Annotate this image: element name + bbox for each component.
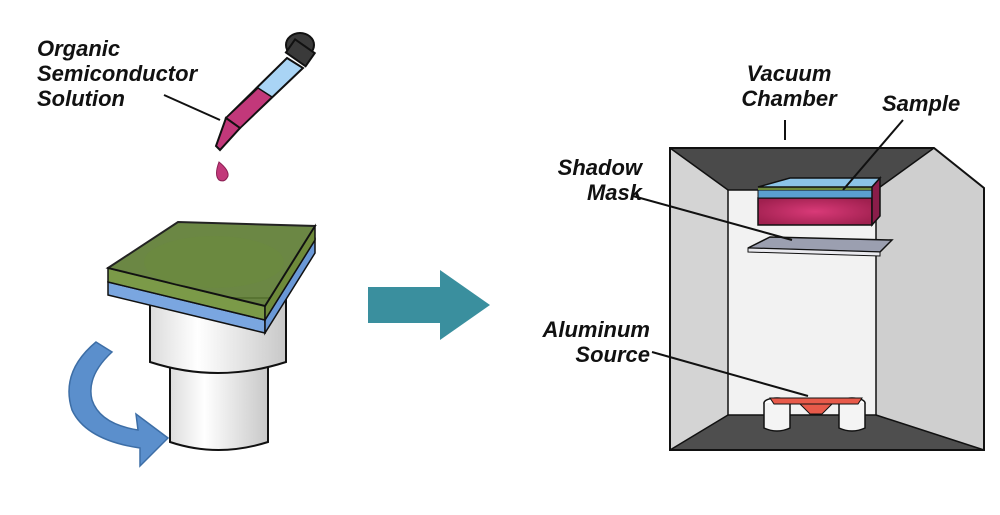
mask-label-leader — [632, 195, 793, 241]
source-label-line1: Aluminum — [542, 317, 650, 342]
aluminum-source — [763, 397, 866, 432]
source-label-line2: Source — [575, 342, 650, 367]
chamber-label-line1: Vacuum — [746, 61, 832, 86]
chamber-label: Vacuum Chamber — [724, 61, 854, 111]
solution-label-line3: Solution — [37, 86, 125, 111]
sample-label: Sample — [882, 91, 961, 116]
sample-label-leader — [842, 119, 904, 191]
shadow-mask — [747, 236, 894, 257]
sample — [757, 176, 882, 227]
solution-label-line2: Semiconductor — [37, 61, 198, 86]
solution-label-leader — [163, 94, 221, 121]
mask-label-line2: Mask — [586, 180, 642, 205]
source-label-leader — [651, 351, 809, 397]
right-arrow-icon — [368, 270, 490, 340]
source-label: Aluminum Source — [520, 317, 650, 367]
solution-label: Organic Semiconductor Solution — [37, 36, 197, 111]
pipette-icon — [214, 32, 317, 152]
mask-label-line1: Shadow — [557, 155, 642, 180]
chamber-label-line2: Chamber — [741, 86, 837, 111]
rotation-arrow-icon — [68, 341, 170, 468]
solution-label-line1: Organic — [37, 36, 121, 61]
spin-coater-icon — [105, 220, 317, 451]
droplet — [216, 161, 229, 182]
mask-label: Shadow Mask — [552, 155, 642, 205]
